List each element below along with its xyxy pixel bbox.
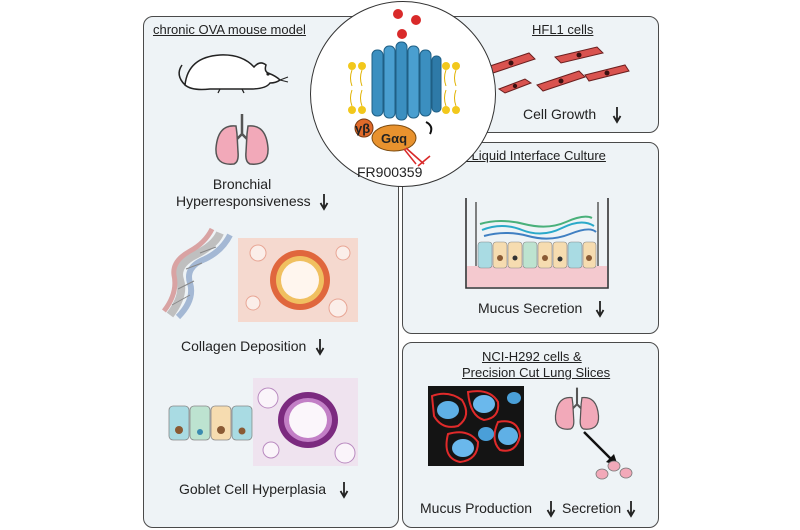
nci-panel-title-1: NCI-H292 cells & xyxy=(482,349,582,364)
mucus-production-label: Mucus Production xyxy=(420,500,533,516)
down-arrow-icon xyxy=(319,194,329,211)
ali-panel-title: Air Liquid Interface Culture xyxy=(452,148,606,163)
lungs-icon xyxy=(554,387,600,430)
collagen-label: Collagen Deposition xyxy=(181,338,307,354)
mucus-secretion-label: Mucus Secretion xyxy=(478,300,583,316)
secretion-label: Secretion xyxy=(562,500,622,516)
gbeta-gamma-label: γβ xyxy=(355,121,371,136)
ova-panel-title: chronic OVA mouse model xyxy=(153,22,306,37)
collagen-histology-image xyxy=(238,238,358,322)
galpha-q-label: Gαq xyxy=(381,131,408,146)
down-arrow-icon xyxy=(339,482,349,499)
gpcr-receptor-icon xyxy=(348,9,460,165)
down-arrow-icon xyxy=(595,301,605,318)
goblet-histology-image xyxy=(253,378,358,466)
hfl1-panel-title: HFL1 cells xyxy=(532,22,594,37)
fibroblast-cells-icon xyxy=(486,46,630,94)
down-arrow-icon xyxy=(315,339,325,356)
mouse-icon xyxy=(178,54,289,94)
down-arrow-icon xyxy=(626,501,636,518)
goblet-label: Goblet Cell Hyperplasia xyxy=(179,481,327,497)
inhibition-line xyxy=(405,147,431,167)
lungs-icon xyxy=(215,114,269,165)
nci-panel-title-2: Precision Cut Lung Slices xyxy=(462,365,611,380)
down-arrow-icon xyxy=(612,107,622,124)
nci-h292-microscopy-image xyxy=(428,386,524,466)
lung-slices-icon xyxy=(595,460,633,480)
collagen-fiber-icon xyxy=(161,227,233,320)
cell-growth-label: Cell Growth xyxy=(523,106,597,122)
fr900359-label: FR900359 xyxy=(357,164,423,180)
bronchial-label-1: Bronchial xyxy=(212,176,272,192)
goblet-cells-icon xyxy=(168,405,253,441)
down-arrow-icon xyxy=(546,501,556,518)
bronchial-label-2: Hyperresponsiveness xyxy=(176,193,311,209)
transwell-culture-icon xyxy=(465,198,609,289)
